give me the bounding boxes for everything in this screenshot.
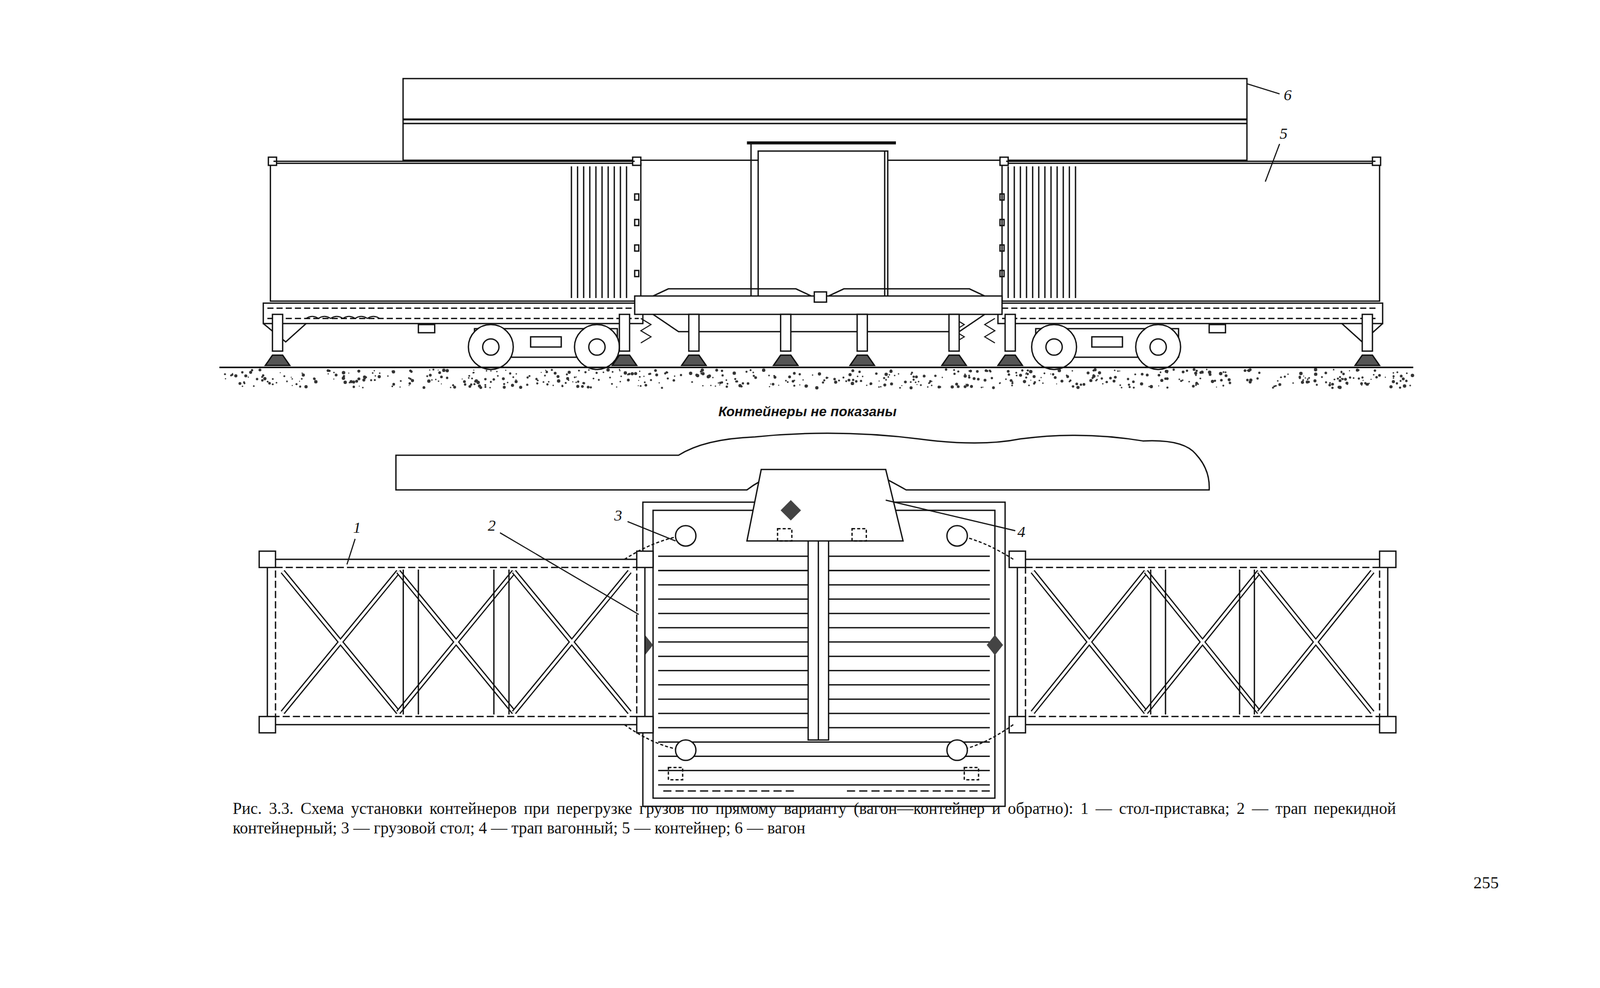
page-number: 255 bbox=[1473, 873, 1499, 892]
callout-number: 6 bbox=[1283, 85, 1292, 104]
side-view bbox=[219, 78, 1415, 390]
top-view bbox=[258, 432, 1396, 806]
callout-number: 2 bbox=[487, 516, 496, 534]
callout-number: 1 bbox=[352, 518, 361, 536]
leader-lines bbox=[347, 83, 1280, 615]
callout-number: 5 bbox=[1279, 124, 1288, 142]
callout-number: 3 bbox=[614, 506, 623, 524]
callout-number: 4 bbox=[1017, 522, 1026, 541]
view-note: Контейнеры не показаны bbox=[718, 403, 897, 420]
figure-caption: Рис. 3.3. Схема установки контейнеров пр… bbox=[232, 798, 1396, 838]
